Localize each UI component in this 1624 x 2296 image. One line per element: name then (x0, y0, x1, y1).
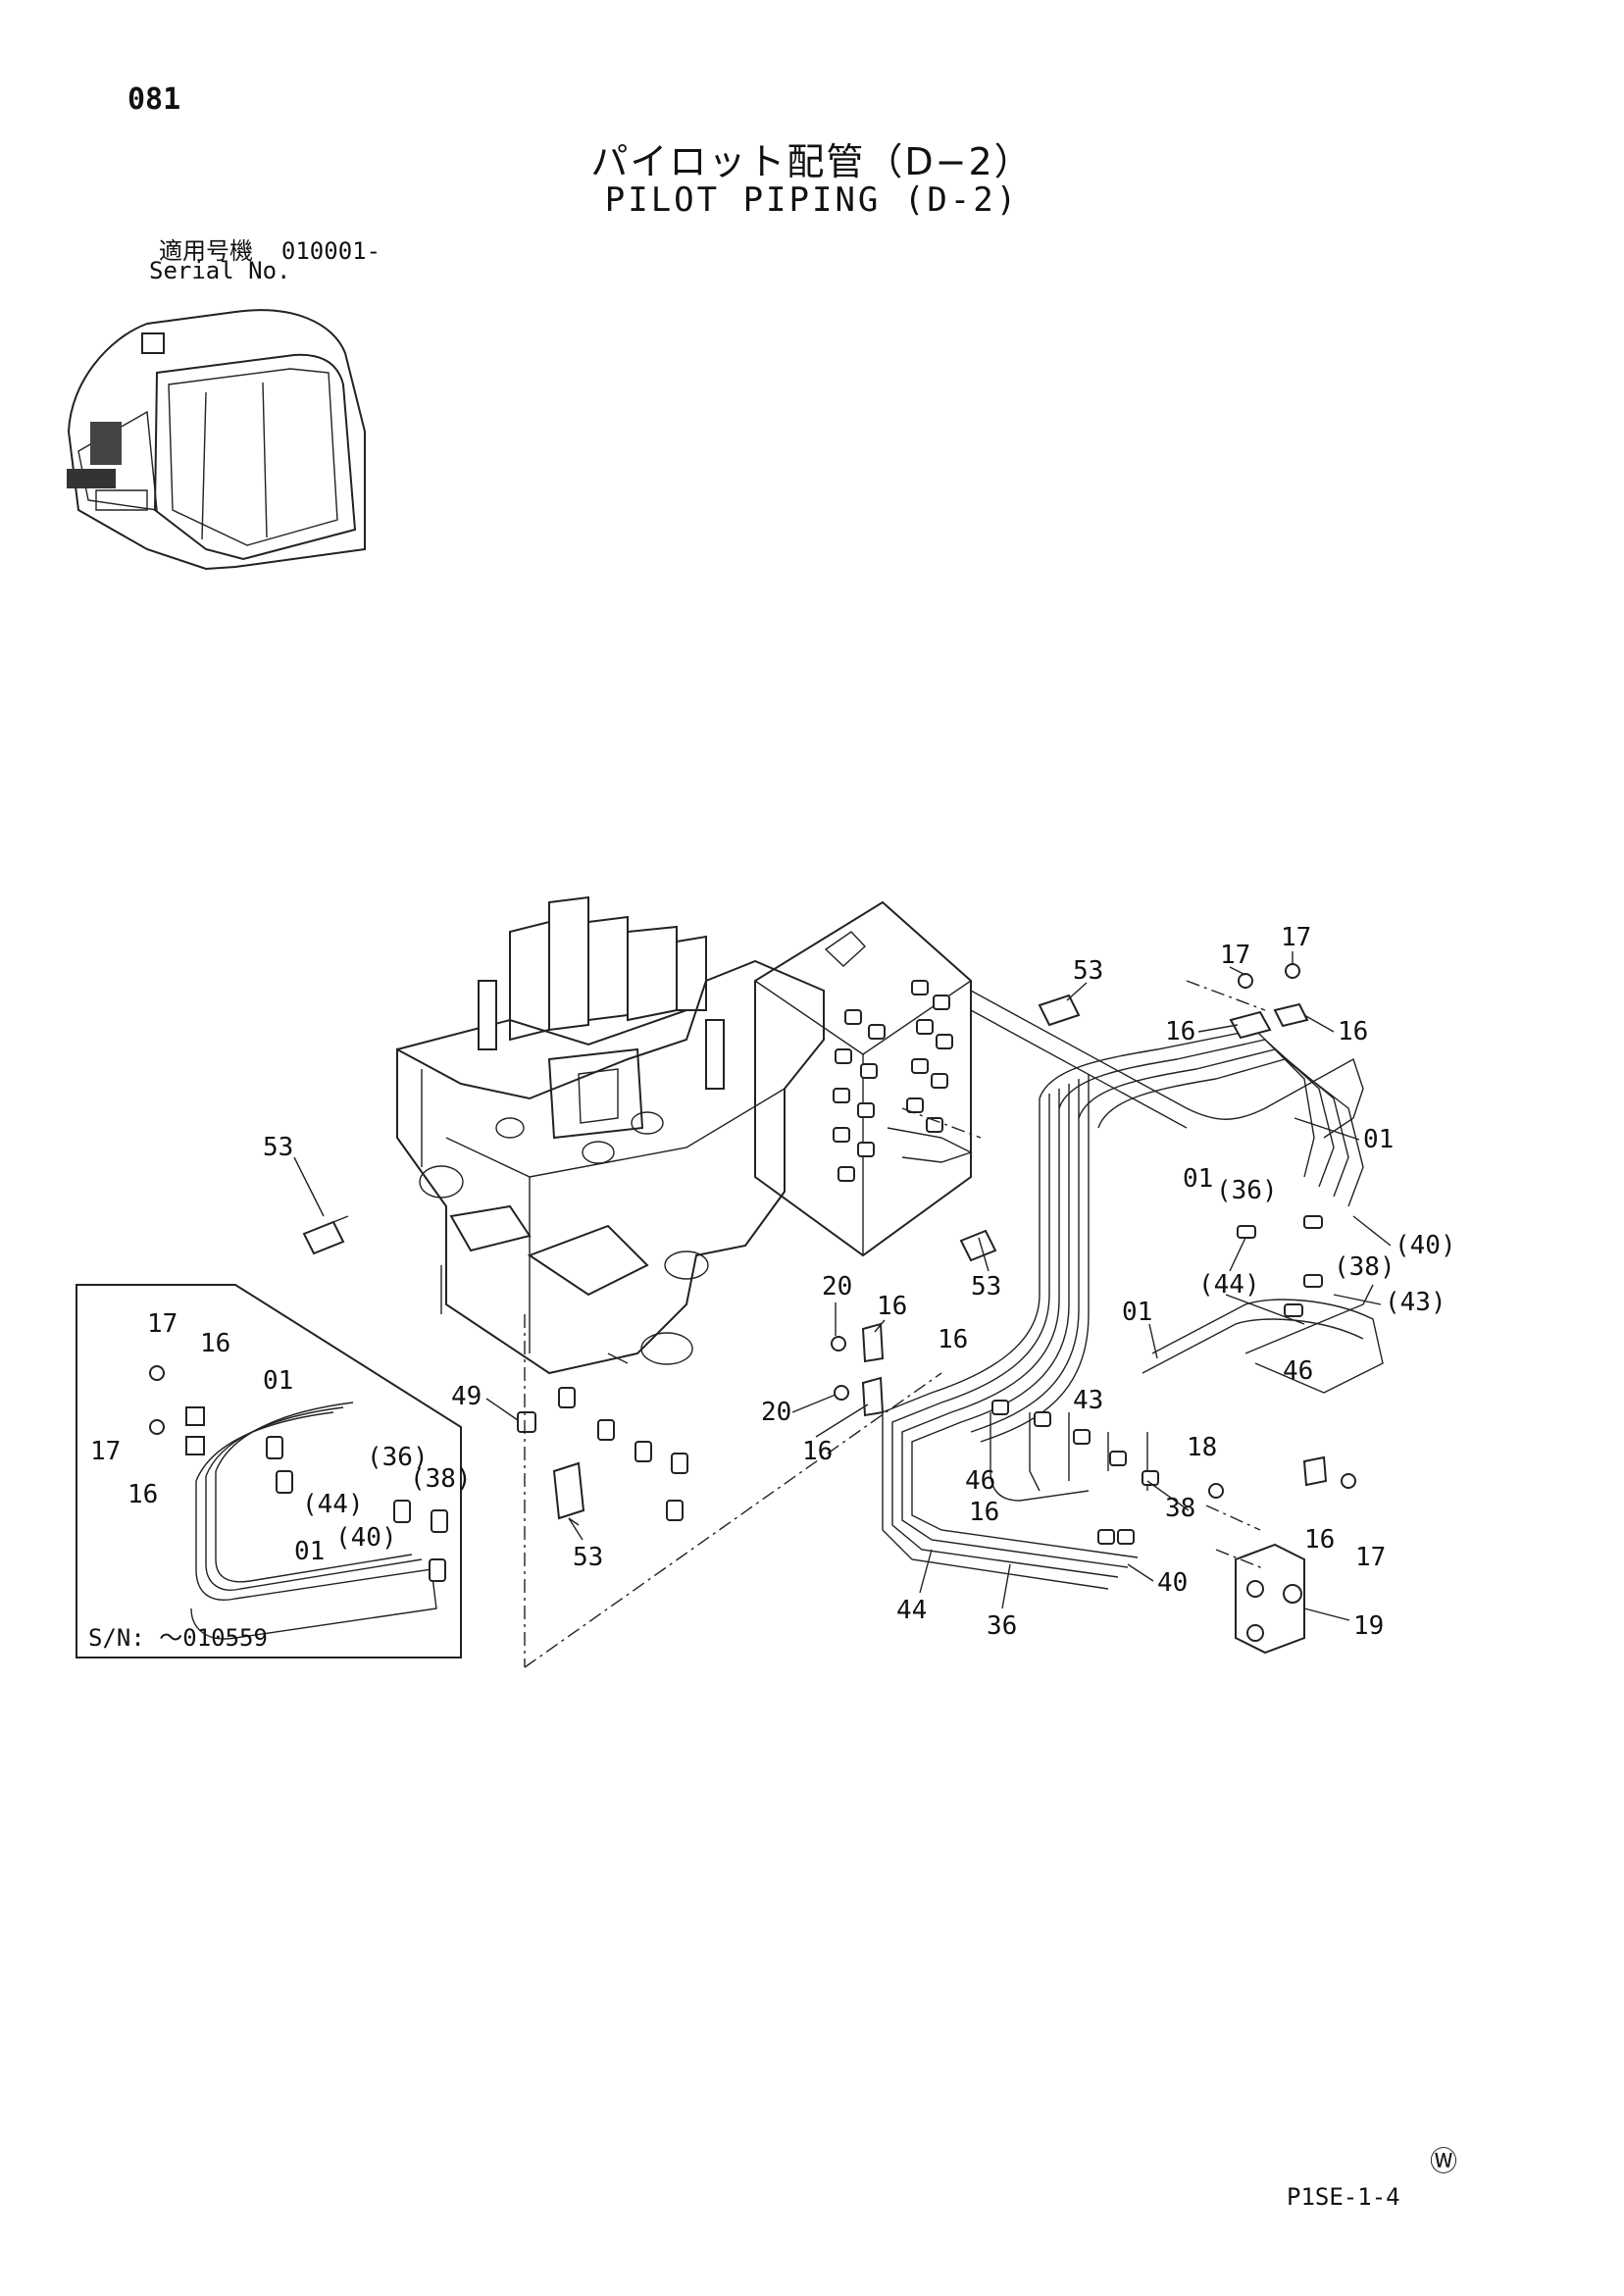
callout-01-mid: 01 (1183, 1164, 1213, 1194)
callout-01-top: 01 (1363, 1125, 1394, 1154)
callout-18: 18 (1187, 1433, 1217, 1462)
label-leaders (293, 951, 1392, 1621)
serial-value: 010001- (280, 237, 381, 265)
callout-38-paren: (38) (1334, 1252, 1396, 1282)
page-title-english: PILOT PIPING (D-2) (604, 180, 1020, 220)
callout-44: 44 (896, 1596, 927, 1625)
callout-43-paren: (43) (1385, 1288, 1446, 1317)
callout-01-lower: 01 (1122, 1298, 1152, 1327)
page-title-japanese: パイロット配管（D−2） (590, 140, 1034, 183)
callout-16-clamp-top: 16 (877, 1292, 907, 1321)
inset-earlier-serial (76, 1284, 462, 1658)
inset-callout-40-paren: (40) (335, 1523, 397, 1553)
loose-fittings (517, 1387, 688, 1521)
callout-40-paren: (40) (1395, 1231, 1456, 1260)
inset-callout-36-paren: (36) (367, 1443, 429, 1472)
callout-16-center: 16 (938, 1325, 968, 1354)
inset-callout-17-b: 17 (90, 1437, 121, 1466)
callout-44-paren: (44) (1198, 1270, 1260, 1300)
callout-17-top-b: 17 (1281, 923, 1311, 952)
callout-20-bottom: 20 (761, 1398, 791, 1427)
inset-callout-01-a: 01 (263, 1366, 293, 1396)
callout-38: 38 (1165, 1494, 1195, 1523)
pilot-valve-block (754, 900, 973, 1257)
clamp-group-top (1229, 963, 1309, 1040)
callout-17-right-low: 17 (1355, 1543, 1386, 1572)
serial-label-english: Serial No. (149, 257, 291, 284)
inset-sn-label: S/N: ～010559 (88, 1624, 268, 1652)
callout-20-top: 20 (822, 1272, 852, 1301)
callout-36-paren: (36) (1216, 1176, 1278, 1205)
inset-callout-01-b: 01 (294, 1537, 325, 1566)
callout-16-right-low: 16 (1304, 1525, 1335, 1555)
page-number: 081 (127, 82, 181, 117)
excavator-cab-thumbnail (67, 309, 366, 571)
inset-callout-16-b: 16 (127, 1480, 158, 1509)
callout-43: 43 (1073, 1386, 1103, 1415)
serial-label-japanese: 適用号機 (159, 237, 253, 265)
pilot-block-fittings (833, 980, 953, 1182)
callout-19: 19 (1353, 1611, 1384, 1641)
callout-16-top-b: 16 (1338, 1017, 1368, 1046)
callout-53-bottom: 53 (573, 1543, 603, 1572)
clamp-group-middle (831, 1322, 1356, 1499)
callout-46-right: 46 (1283, 1356, 1313, 1386)
callout-53-left: 53 (263, 1133, 293, 1162)
callout-40: 40 (1157, 1568, 1188, 1598)
callout-36: 36 (987, 1611, 1017, 1641)
callout-17-top-a: 17 (1220, 941, 1250, 970)
page-code: P1SE-1-4 (1287, 2183, 1400, 2211)
pilot-pipe-bundle (882, 990, 1384, 1590)
callout-16-top-a: 16 (1165, 1017, 1195, 1046)
callout-16-mid: 16 (969, 1498, 999, 1527)
inset-callout-44-paren: (44) (302, 1490, 364, 1519)
pressure-switches (302, 994, 1081, 1520)
inset-callout-38-paren: (38) (410, 1464, 472, 1494)
callout-labels: 53 53 53 53 17 17 16 16 01 01 (36) (40) … (88, 923, 1456, 1652)
leader-lines (524, 980, 1266, 1668)
callout-46-mid: 46 (965, 1466, 995, 1496)
callout-53-top: 53 (1073, 956, 1103, 986)
bracket-19 (1235, 1543, 1305, 1655)
serial-number-line: 適用号機 010001- (159, 231, 381, 266)
inset-callout-17-a: 17 (147, 1309, 178, 1339)
callout-16-clamp-bottom: 16 (802, 1437, 833, 1466)
control-valve-assembly (396, 895, 825, 1375)
watermark-w-mark: Ⓦ (1430, 2145, 1458, 2177)
callout-53-mid: 53 (971, 1272, 1001, 1301)
callout-49: 49 (451, 1382, 482, 1411)
inset-callout-16-a: 16 (200, 1329, 230, 1358)
